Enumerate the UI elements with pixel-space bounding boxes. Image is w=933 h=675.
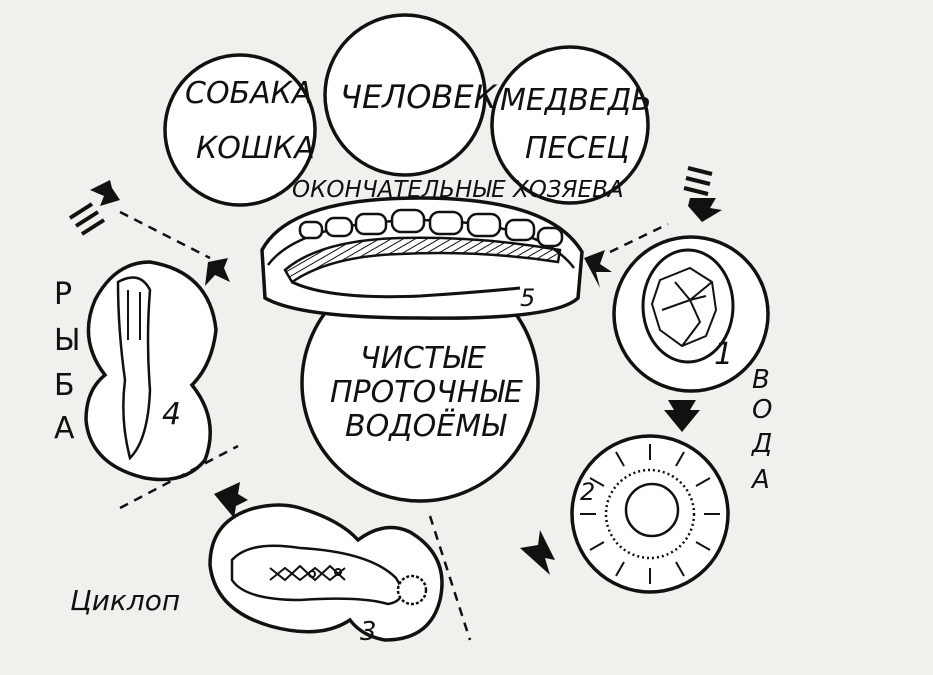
host-human-label: ЧЕЛОВЕК bbox=[340, 78, 498, 116]
arrow-shafts bbox=[68, 166, 713, 236]
stage-3-procercoid: 3 bbox=[208, 503, 444, 647]
habitat-line-1: ЧИСТЫЕ bbox=[360, 341, 486, 376]
host-bear-label: МЕДВЕДЬ bbox=[500, 83, 652, 118]
stage-2-number: 2 bbox=[580, 478, 595, 506]
stage-4-number: 4 bbox=[162, 397, 181, 432]
water-letter-1: В bbox=[752, 365, 770, 395]
coracidium-cilia bbox=[580, 444, 720, 584]
procercoid-pattern bbox=[269, 564, 346, 582]
stage-5-number: 5 bbox=[520, 284, 535, 312]
host-circle-bear-fox bbox=[490, 45, 650, 205]
stage-2-coracidium: 2 bbox=[570, 434, 730, 594]
stage-separators bbox=[119, 210, 669, 641]
cycle-arrows bbox=[90, 180, 722, 575]
fish-letter-1: Р bbox=[54, 277, 72, 312]
stage-4-outline bbox=[84, 260, 218, 482]
arrow-cyclops-to-fish bbox=[214, 482, 248, 518]
worm-strobila-hatched bbox=[283, 236, 562, 284]
egg-cells bbox=[650, 266, 718, 348]
stage-3-number: 3 bbox=[360, 617, 377, 647]
fish-letter-2: Ы bbox=[54, 323, 80, 358]
coracidium-core bbox=[624, 482, 680, 538]
host-cat-label: КОШКА bbox=[196, 131, 315, 166]
fish-letter-3: Б bbox=[54, 368, 75, 403]
host-arctic-fox-label: ПЕСЕЦ bbox=[525, 131, 630, 166]
stage-1-number: 1 bbox=[714, 337, 733, 372]
plerocercoid-body bbox=[116, 276, 152, 461]
arrow-coracidium-to-cyclops bbox=[520, 530, 555, 575]
water-label: В О Д А bbox=[750, 365, 772, 495]
water-letter-4: А bbox=[750, 465, 770, 495]
habitat-line-2: ПРОТОЧНЫЕ bbox=[330, 375, 523, 410]
arrow-to-final-hosts bbox=[90, 180, 120, 206]
host-circle-human bbox=[323, 13, 487, 177]
stage-4-plerocercoid: 4 bbox=[84, 260, 218, 482]
worm-segments bbox=[298, 208, 564, 248]
arrow-intestine-to-egg bbox=[584, 250, 612, 288]
procercoid-cercomer bbox=[396, 574, 428, 606]
water-letter-3: Д bbox=[751, 429, 772, 459]
fish-letter-4: А bbox=[54, 411, 75, 446]
arrow-hosts-to-intestine bbox=[688, 198, 722, 222]
worm-tail bbox=[291, 280, 521, 299]
cyclops-label: Циклоп bbox=[70, 584, 180, 617]
host-circle-dog-cat bbox=[163, 53, 317, 207]
arrow-egg-to-coracidium bbox=[664, 400, 700, 432]
stage-1-egg: 1 bbox=[612, 235, 770, 393]
stage-5-adult-worm: 5 bbox=[260, 196, 584, 320]
fish-label: Р Ы Б А bbox=[54, 277, 80, 446]
habitat-line-3: ВОДОЁМЫ bbox=[345, 408, 507, 444]
plerocercoid-inner bbox=[127, 290, 141, 340]
host-dog-label: СОБАКА bbox=[185, 76, 313, 111]
water-letter-2: О bbox=[752, 395, 772, 425]
arrow-fish-to-intestine bbox=[205, 258, 230, 286]
final-hosts-group bbox=[163, 13, 650, 207]
